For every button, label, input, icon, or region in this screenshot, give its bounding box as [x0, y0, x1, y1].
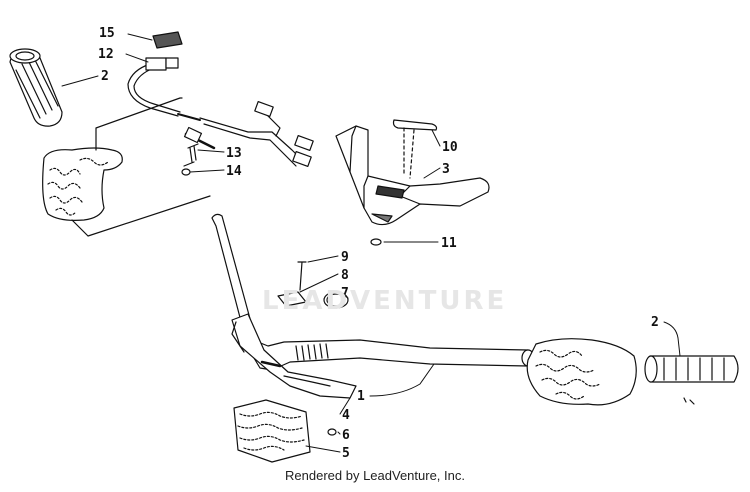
- riser-bracket-part[interactable]: [231, 313, 357, 399]
- decal-plate-part[interactable]: [152, 31, 183, 49]
- clamp-plate-part[interactable]: [277, 291, 307, 307]
- callout-6: 6: [342, 428, 350, 443]
- callout-10: 10: [442, 140, 458, 155]
- pad-cover-part[interactable]: [392, 119, 438, 179]
- callout-2-left: 2: [101, 69, 109, 84]
- callout-8: 8: [341, 268, 349, 283]
- callout-14: 14: [226, 164, 242, 179]
- screw-13-part[interactable]: [183, 143, 199, 167]
- leader-lines: [61, 33, 681, 453]
- nut-14-part[interactable]: [181, 168, 191, 176]
- callout-7: 7: [341, 286, 349, 301]
- washer-6-part[interactable]: [327, 428, 337, 436]
- pad-base-part[interactable]: [233, 399, 311, 463]
- callout-15: 15: [99, 26, 115, 41]
- callout-4: 4: [342, 408, 350, 423]
- rendered-by-footer: Rendered by LeadVenture, Inc.: [285, 468, 465, 483]
- callout-1: 1: [357, 389, 365, 404]
- nut-11-part[interactable]: [370, 238, 382, 246]
- left-switch-housing[interactable]: [42, 147, 123, 221]
- left-grip-part[interactable]: [9, 48, 63, 127]
- callout-3: 3: [442, 162, 450, 177]
- clamp-ring-part[interactable]: [323, 291, 349, 309]
- bolt-9-part[interactable]: [297, 261, 307, 291]
- callout-2-right: 2: [651, 315, 659, 330]
- callout-11: 11: [441, 236, 457, 251]
- callout-12: 12: [98, 47, 114, 62]
- callout-labels: 15 12 2 13 14 10 3 11 9 8 7 2 1 4 6 5: [98, 26, 659, 461]
- callout-13: 13: [226, 146, 242, 161]
- watermark: LEADVENTURE: [262, 286, 508, 316]
- right-throttle-housing[interactable]: [526, 338, 695, 406]
- callout-9: 9: [341, 250, 349, 265]
- wire-harness-part[interactable]: [127, 57, 314, 168]
- right-grip-part[interactable]: [644, 355, 739, 383]
- callout-5: 5: [342, 446, 350, 461]
- handlebar-pad-part[interactable]: [335, 125, 490, 226]
